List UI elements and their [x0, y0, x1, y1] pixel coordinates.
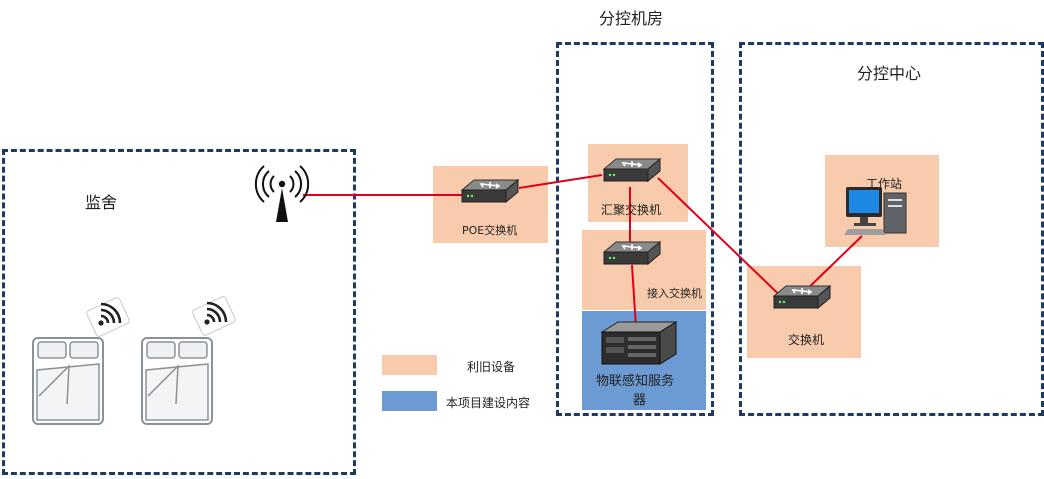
sensor-icon-right [190, 294, 238, 338]
poe-switch-icon [461, 179, 519, 203]
link-aggregation-switch [657, 177, 794, 309]
legend-reused-swatch [382, 355, 437, 375]
cell-zone [2, 149, 356, 475]
server-icon [600, 321, 678, 365]
iot-server-label-2: 器 [633, 393, 647, 408]
access-switch-label: 接入交换机 [647, 287, 702, 300]
link-access-server [631, 264, 637, 329]
antenna-icon [254, 165, 310, 222]
switch-label: 交换机 [788, 333, 825, 347]
legend-new-swatch [382, 391, 437, 411]
control-room-zone [556, 42, 714, 416]
control-room-title: 分控机房 [599, 9, 664, 28]
switch-icon [773, 285, 831, 309]
workstation-icon [844, 187, 907, 235]
aggregation-switch-label: 汇聚交换机 [601, 203, 662, 217]
aggregation-switch-icon [603, 158, 661, 182]
bed-icon-left [32, 337, 104, 425]
legend-reused-label: 利旧设备 [467, 360, 516, 374]
link-poe-aggregation [518, 174, 603, 189]
legend-new-label: 本项目建设内容 [446, 396, 531, 410]
iot-server-label-1: 物联感知服务 [596, 374, 675, 389]
sensor-icon-left [84, 295, 132, 339]
poe-box [433, 166, 548, 243]
control-center-zone [739, 42, 1044, 416]
bed-icon-right [141, 337, 213, 425]
workstation-label: 工作站 [866, 177, 903, 191]
cell-title: 监舍 [85, 193, 118, 212]
aggregation-box [588, 144, 688, 222]
control-center-title: 分控中心 [857, 64, 922, 83]
poe-switch-label: POE交换机 [462, 224, 518, 237]
access-switch-icon [603, 241, 661, 265]
